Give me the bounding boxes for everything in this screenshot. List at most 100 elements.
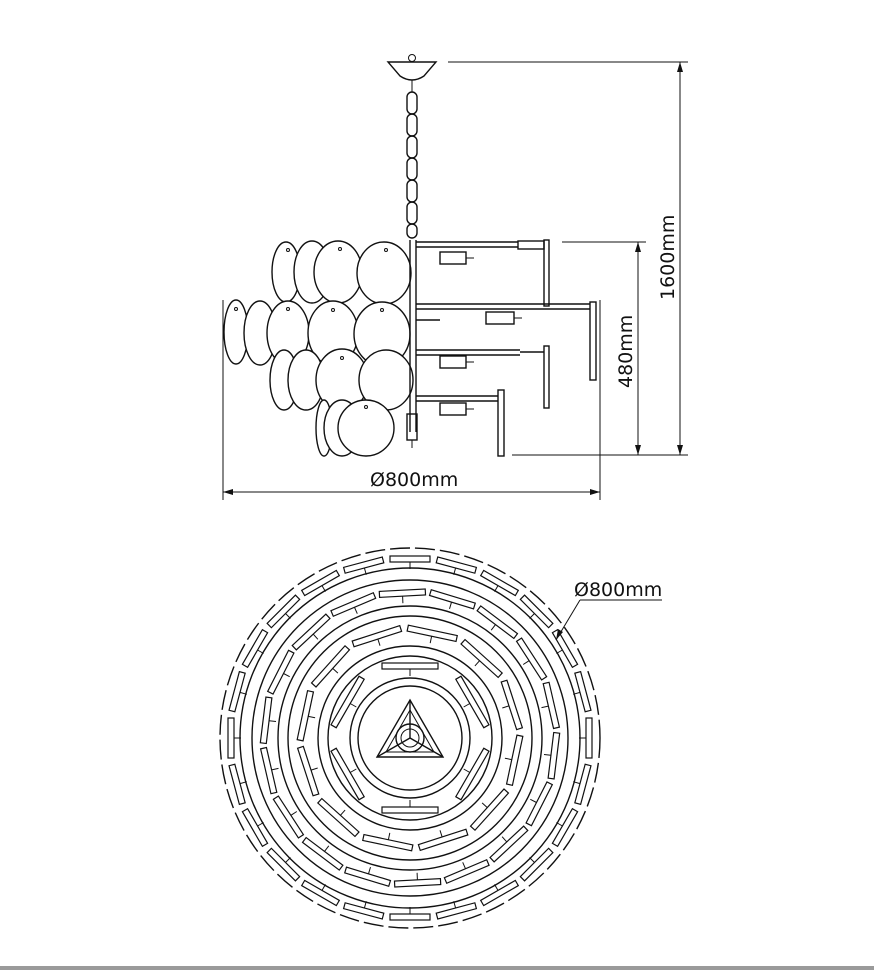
disc-stem: [257, 822, 264, 827]
disc-plate: [542, 681, 561, 730]
lamp-arms: [406, 239, 597, 457]
ceiling-canopy: [386, 54, 438, 92]
side-elevation-view: 1600mm 480mm Ø800mm: [222, 54, 688, 500]
disc-stem: [453, 567, 457, 575]
disc-plate: [500, 679, 524, 731]
disc-plate: [519, 594, 554, 629]
disc-plate: [406, 624, 458, 643]
top-diameter-label: Ø800mm: [574, 579, 662, 601]
disc-stem: [340, 809, 346, 816]
body-height-label: 480mm: [615, 315, 637, 388]
disc-stem: [257, 649, 264, 654]
disc-stem: [310, 767, 318, 771]
disc-stem: [573, 691, 581, 695]
side-diameter-dimension: Ø800mm: [222, 300, 601, 500]
top-diameter-dimension: Ø800mm: [555, 579, 662, 641]
disc-plate: [489, 825, 529, 863]
disc-stem: [363, 901, 367, 909]
disc-plate: [301, 836, 344, 871]
disc-plate: [547, 731, 561, 780]
central-hub: [375, 698, 445, 758]
disc-stem: [285, 857, 291, 863]
disc-plate: [310, 644, 351, 688]
disc-plate: [393, 877, 442, 888]
disc-plate: [389, 555, 431, 563]
disc-plate: [389, 913, 431, 921]
disc-plate: [272, 795, 305, 839]
disc-plate: [330, 747, 366, 801]
disc-stem: [308, 715, 316, 719]
disc-plate: [551, 807, 579, 848]
disc-plate: [291, 613, 331, 651]
disc-stem: [239, 781, 247, 785]
disc-stem: [290, 811, 298, 816]
disc-stem: [321, 884, 326, 891]
disc-stem: [481, 802, 488, 808]
bottom-border: [0, 966, 874, 970]
disc-stem: [530, 798, 537, 803]
disc-plate: [381, 806, 439, 814]
side-diameter-label: Ø800mm: [370, 469, 458, 491]
disc-stem: [462, 862, 466, 869]
disc-stem: [387, 832, 391, 840]
disc-plate: [525, 781, 554, 827]
disc-stem: [269, 720, 277, 722]
disc-stem: [453, 901, 457, 909]
disc-plate: [454, 747, 490, 801]
glass-disc-cluster: [223, 240, 414, 457]
disc-plate: [519, 847, 554, 882]
disc-stem: [541, 705, 549, 709]
disc-plate: [479, 879, 520, 907]
disc-stem: [368, 866, 371, 874]
disc-stem: [504, 757, 512, 761]
disc-stem: [573, 781, 581, 785]
disc-plate: [585, 717, 593, 759]
suspension-chain: [406, 91, 418, 239]
disc-plate: [227, 717, 235, 759]
disc-stem: [271, 767, 279, 771]
disc-plate: [351, 624, 403, 648]
disc-stem: [463, 703, 471, 708]
disc-stem: [474, 660, 480, 667]
disc-plate: [417, 828, 469, 852]
disc-plate: [300, 569, 341, 597]
disc-stem: [522, 660, 530, 665]
disc-plate: [241, 628, 269, 669]
disc-stem: [377, 638, 381, 646]
disc-stem: [439, 830, 443, 838]
disc-plate: [296, 745, 320, 797]
disc-stem: [529, 857, 535, 863]
central-body: [409, 240, 417, 432]
disc-plate: [266, 847, 301, 882]
disc-stem: [429, 636, 433, 644]
disc-plate: [316, 797, 360, 838]
body-height-dimension: 480mm: [562, 241, 646, 455]
disc-stem: [283, 673, 290, 678]
disc-plate: [266, 594, 301, 629]
disc-plate: [515, 637, 548, 681]
disc-stem: [324, 845, 330, 852]
glass-disc-plates: [227, 555, 593, 921]
disc-stem: [363, 567, 367, 575]
disc-stem: [501, 836, 508, 843]
disc-plate: [469, 788, 510, 832]
disc-stem: [543, 754, 551, 756]
disc-plate: [259, 696, 273, 745]
disc-stem: [349, 768, 357, 773]
disc-stem: [321, 585, 326, 592]
disc-plate: [479, 569, 520, 597]
disc-stem: [494, 585, 499, 592]
disc-stem: [354, 607, 358, 614]
disc-stem: [490, 624, 496, 631]
disc-stem: [449, 602, 452, 610]
disc-plate: [296, 690, 315, 742]
disc-plate: [428, 588, 477, 610]
disc-stem: [349, 703, 357, 708]
disc-stem: [502, 705, 510, 709]
disc-plate: [259, 746, 278, 795]
disc-plate: [381, 662, 439, 670]
disc-plate: [300, 879, 341, 907]
disc-plate: [330, 675, 366, 729]
disc-plate: [505, 734, 524, 786]
